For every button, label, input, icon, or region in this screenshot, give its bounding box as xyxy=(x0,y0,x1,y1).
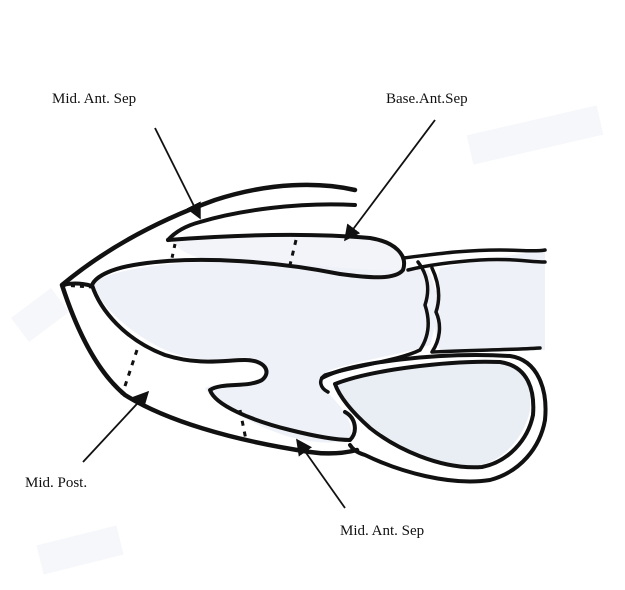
label-base-ant-sep: Base.Ant.Sep xyxy=(386,92,468,107)
label-mid-ant-sep-top: Mid. Ant. Sep xyxy=(52,92,136,107)
label-mid-ant-sep-bottom: Mid. Ant. Sep xyxy=(340,524,424,539)
label-mid-post: Mid. Post. xyxy=(25,476,87,491)
